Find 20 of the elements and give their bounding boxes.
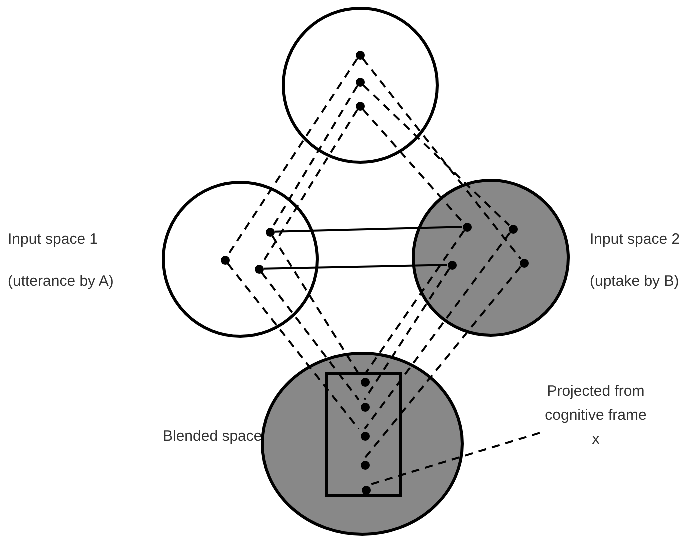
space-label: Input space 2 <box>590 230 680 250</box>
projection-line <box>364 268 450 400</box>
space-subtitle: (uptake by B) <box>590 272 680 292</box>
projection-line <box>261 272 360 401</box>
space-label: Blended space <box>163 427 262 447</box>
projection-line <box>226 58 358 256</box>
mapping-line <box>264 264 448 270</box>
projection-line <box>364 230 465 376</box>
projection-line <box>227 263 360 430</box>
projection-line <box>362 109 464 224</box>
mapping-line <box>274 226 462 233</box>
projection-line <box>364 266 522 459</box>
space-label: Input space 1 <box>8 230 98 250</box>
annotation-text: Projected from cognitive frame x <box>544 382 648 450</box>
space-subtitle: (utterance by A) <box>8 272 114 292</box>
projection-line <box>364 232 511 430</box>
projection-line <box>362 58 522 260</box>
projection-line <box>272 86 358 228</box>
frame-box <box>325 372 402 497</box>
projection-line <box>362 84 510 226</box>
